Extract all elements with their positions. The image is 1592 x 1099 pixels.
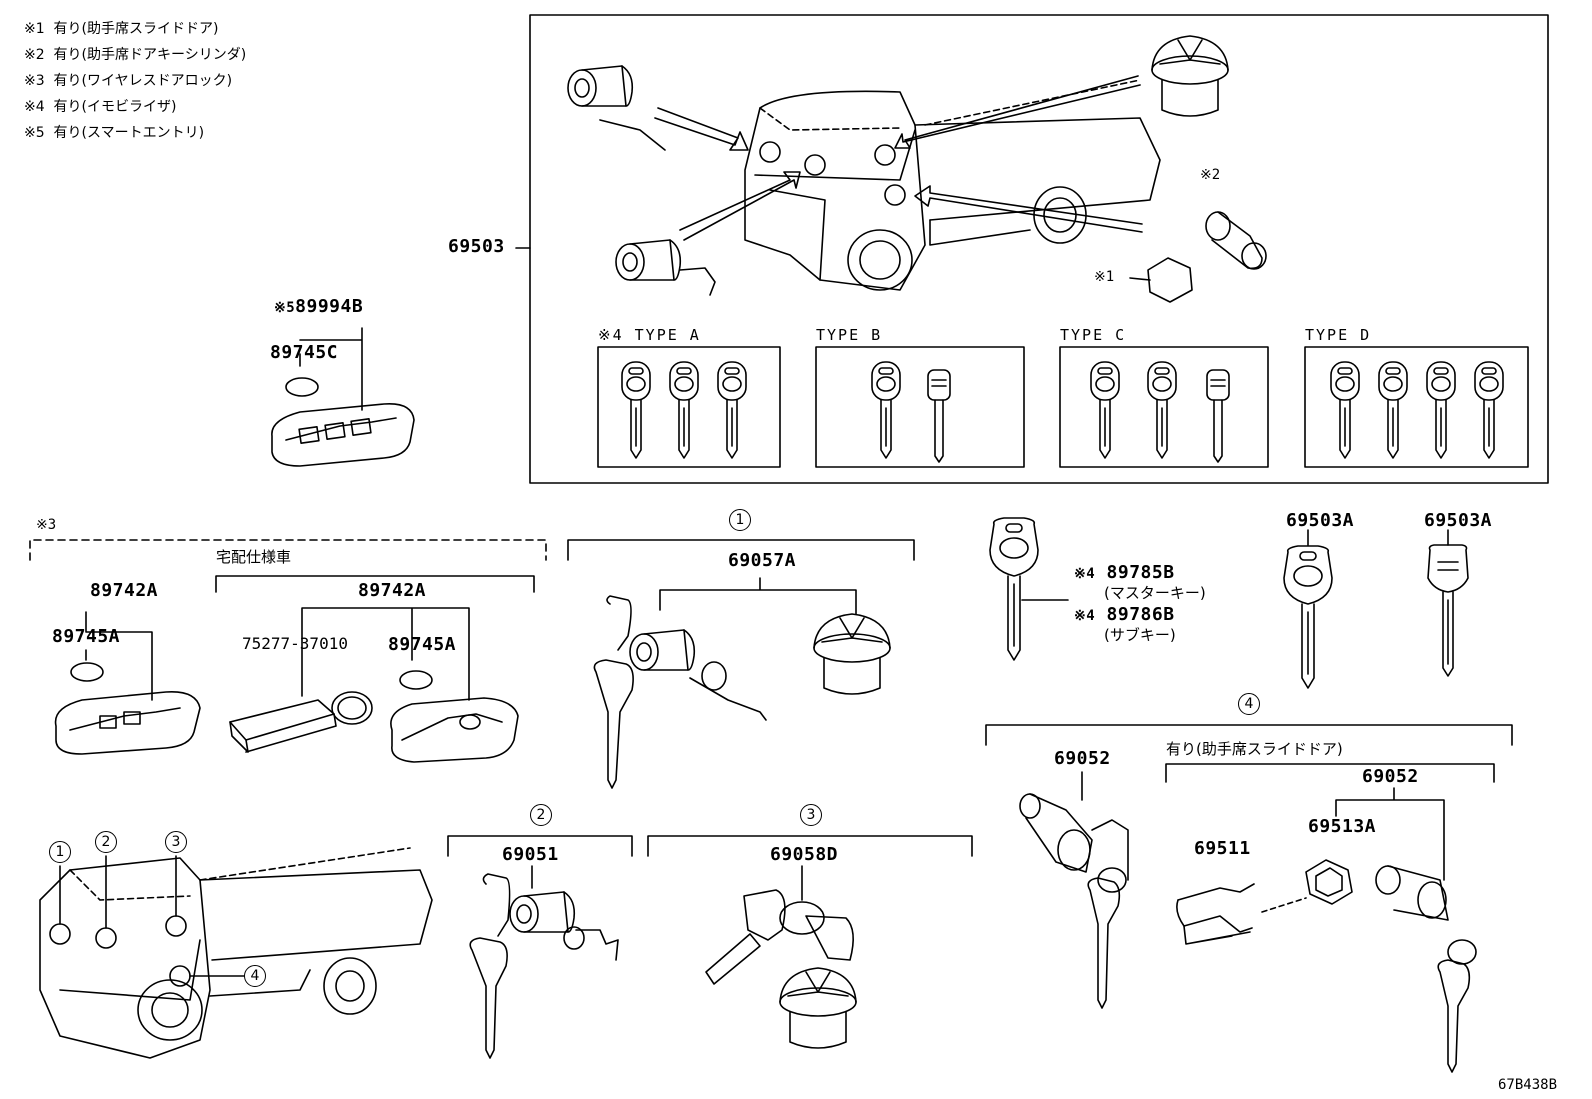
part-69051: 69051 xyxy=(502,844,559,865)
group-3-keys xyxy=(705,889,854,985)
group-2-bracket xyxy=(447,835,633,857)
part-89742a-left: 89742A xyxy=(90,580,159,601)
type-d-keys xyxy=(1330,361,1504,459)
cylinder-rod xyxy=(599,119,666,151)
truck-location-1: 1 xyxy=(49,841,71,863)
note-5: ※5 有り(スマートエントリ) xyxy=(24,125,205,141)
note-4: ※4 有り(イモビライザ) xyxy=(24,99,177,115)
blank-key-immo xyxy=(1283,545,1333,689)
group-2-cylinder xyxy=(509,891,619,961)
wireless-bracket xyxy=(29,539,547,561)
smart-key-fob xyxy=(271,403,415,467)
cover-leader xyxy=(1129,277,1151,281)
battery-89745a-left xyxy=(70,662,104,682)
group-1-keys xyxy=(593,595,634,789)
location-arrows xyxy=(654,75,1143,241)
type-c-keys xyxy=(1090,361,1230,463)
wireless-mark: ※3 xyxy=(36,517,57,533)
type-b-label: TYPE B xyxy=(816,326,883,344)
truck-location-3: 3 xyxy=(165,831,187,853)
group-4-bracket xyxy=(985,724,1513,746)
mark-1-label: ※1 xyxy=(1094,269,1115,285)
part-89785b: ※4 89785B xyxy=(1074,562,1175,583)
part-89745a-left: 89745A xyxy=(52,626,121,647)
slide-cover-part xyxy=(1147,257,1193,303)
group-4-right-cylinder xyxy=(1375,865,1477,1073)
part-69503a-right: 69503A xyxy=(1424,510,1493,531)
group-4-number: 4 xyxy=(1238,693,1260,715)
type-d-label: TYPE D xyxy=(1305,326,1372,344)
type-a-keys xyxy=(621,361,747,459)
part-75277-37010: 75277-37010 xyxy=(242,634,348,653)
slide-door-bracket xyxy=(1165,763,1495,783)
note-3: ※3 有り(ワイヤレスドアロック) xyxy=(24,73,233,89)
part-69057a: 69057A xyxy=(728,550,797,571)
sub-key-desc: (サブキー) xyxy=(1104,626,1176,644)
group-2-number: 2 xyxy=(530,804,552,826)
part-69052-right: 69052 xyxy=(1362,766,1419,787)
group-1-cylinder xyxy=(629,629,767,721)
note-2: ※2 有り(助手席ドアキーシリンダ) xyxy=(24,47,247,63)
group-3-number: 3 xyxy=(800,804,822,826)
passenger-cylinder-part xyxy=(1205,211,1267,270)
group-1-bracket xyxy=(567,539,915,561)
group-1-leaders xyxy=(659,577,857,615)
truck-illustration xyxy=(744,79,1161,291)
right-wireless-fob xyxy=(390,697,519,763)
group-4-right-leaders xyxy=(1335,787,1445,881)
part-89745c: 89745C xyxy=(270,342,339,363)
delivery-caption: 宅配仕様車 xyxy=(216,548,292,566)
ignition-cylinder-part xyxy=(615,239,682,281)
group-1-number: 1 xyxy=(729,509,751,531)
slide-clip-69511 xyxy=(1176,883,1255,945)
mark-2-label: ※2 xyxy=(1200,167,1221,183)
part-89786b: ※4 89786B xyxy=(1074,604,1175,625)
blank-key-plain xyxy=(1427,544,1469,677)
note-1: ※1 有り(助手席スライドドア) xyxy=(24,21,219,37)
truck-location-2: 2 xyxy=(95,831,117,853)
door-cylinder-part xyxy=(567,65,634,107)
smart-entry-leaders xyxy=(299,327,363,411)
key-tag-75277 xyxy=(229,691,373,753)
immobilizer-key xyxy=(989,517,1039,661)
type-a-box xyxy=(597,346,781,468)
battery-89745c xyxy=(285,377,319,397)
left-fob-leaders xyxy=(85,611,153,701)
group-4-left-cylinder xyxy=(1019,793,1129,1009)
right-set-leaders xyxy=(301,607,470,701)
part-69052-left: 69052 xyxy=(1054,748,1111,769)
main-set-frame xyxy=(529,14,1549,484)
type-b-box xyxy=(815,346,1025,468)
type-d-box xyxy=(1304,346,1529,468)
master-key-desc: (マスターキー) xyxy=(1104,584,1206,602)
part-69503: 69503 xyxy=(448,236,505,257)
part-69513a: 69513A xyxy=(1308,816,1377,837)
cover-69513a xyxy=(1305,859,1353,905)
part-89994b: ※589994B xyxy=(274,296,364,317)
truck-location-illustration xyxy=(39,847,433,1059)
type-c-box xyxy=(1059,346,1269,468)
group-1-fuel-cap xyxy=(813,613,891,695)
delivery-bracket xyxy=(215,575,535,593)
part-89742a-right: 89742A xyxy=(358,580,427,601)
part-69511: 69511 xyxy=(1194,838,1251,859)
diagram-code: 67B438B xyxy=(1498,1077,1558,1093)
ignition-lever xyxy=(679,267,716,296)
type-a-label: ※4 TYPE A xyxy=(598,326,701,344)
part-69058d: 69058D xyxy=(770,844,839,865)
part-89745a-right: 89745A xyxy=(388,634,457,655)
type-c-label: TYPE C xyxy=(1060,326,1127,344)
fuel-cap-part xyxy=(1151,35,1229,117)
group-3-bracket xyxy=(647,835,973,857)
clip-dashed-line xyxy=(1261,897,1307,913)
battery-89745a-right xyxy=(399,670,433,690)
slide-door-caption: 有り(助手席スライドドア) xyxy=(1166,740,1343,758)
left-wireless-fob xyxy=(54,691,201,755)
group-2-keys xyxy=(469,873,511,1059)
type-b-keys xyxy=(871,361,951,463)
group-3-fuel-cap xyxy=(779,967,857,1049)
part-69503a-left: 69503A xyxy=(1286,510,1355,531)
truck-location-4: 4 xyxy=(244,965,266,987)
